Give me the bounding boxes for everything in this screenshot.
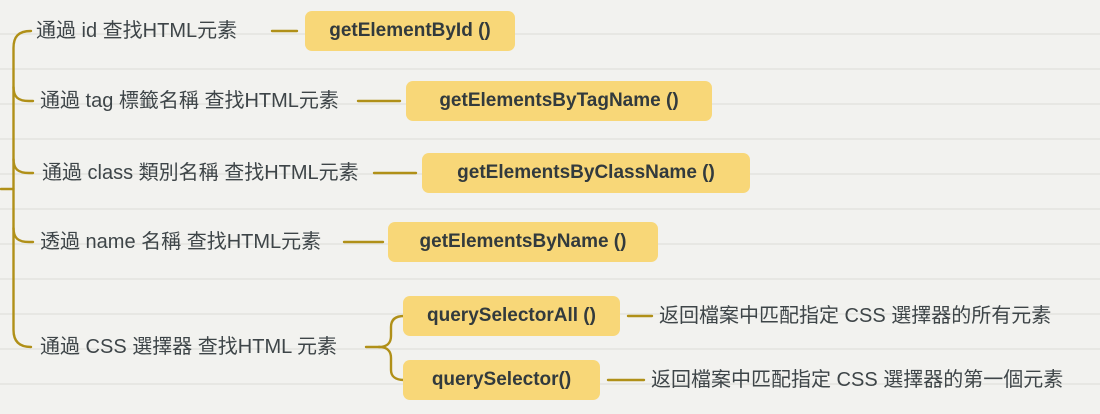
connector-branch-tag	[12, 85, 35, 103]
node-query-selector[interactable]: querySelector()	[403, 360, 600, 400]
leaf-query-selector-description[interactable]: 返回檔案中匹配指定 CSS 選擇器的第一個元素	[651, 369, 1064, 391]
node-query-selector-all[interactable]: querySelectorAll ()	[403, 296, 620, 336]
connector-fork-down	[377, 345, 406, 382]
node-get-elements-by-name[interactable]: getElementsByName ()	[388, 222, 658, 262]
branch-label-css-selector[interactable]: 通過 CSS 選擇器 查找HTML 元素	[40, 336, 338, 358]
node-get-elements-by-tag-name[interactable]: getElementsByTagName ()	[406, 81, 712, 121]
connector-branch-name	[12, 226, 35, 244]
node-get-elements-by-class-name[interactable]: getElementsByClassName ()	[422, 153, 750, 193]
branch-label-id[interactable]: 通過 id 查找HTML元素	[36, 20, 238, 42]
branch-label-name[interactable]: 透過 name 名稱 查找HTML元素	[40, 231, 322, 253]
connector-fork-up	[377, 314, 406, 349]
connector-trunk	[12, 29, 33, 349]
connector-branch-class	[12, 157, 35, 175]
branch-label-class[interactable]: 通過 class 類別名稱 查找HTML元素	[42, 162, 359, 184]
leaf-query-selector-all-description[interactable]: 返回檔案中匹配指定 CSS 選擇器的所有元素	[659, 305, 1052, 327]
node-get-element-by-id[interactable]: getElementById ()	[305, 11, 515, 51]
branch-label-tag[interactable]: 通過 tag 標籤名稱 查找HTML元素	[40, 90, 339, 112]
